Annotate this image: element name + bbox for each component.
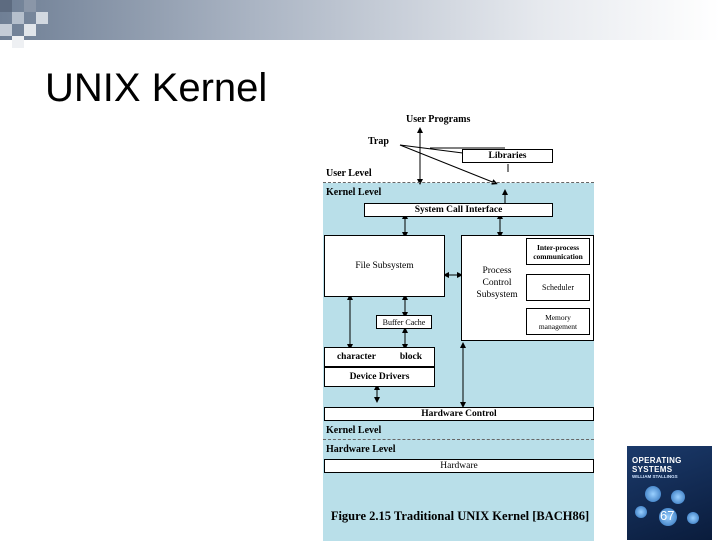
cover-orb-4 [659,508,677,526]
cover-orb-5 [687,512,699,524]
book-cover-image: OPERATING SYSTEMS WILLIAM STALLINGS [627,446,712,540]
user-level-label: User Level [326,168,372,179]
diagram-arrows [347,127,509,408]
process-control-label: Process Control Subsystem [476,266,518,300]
book-author: WILLIAM STALLINGS [632,474,678,479]
user-kernel-boundary [323,182,594,183]
cover-orb-1 [645,486,661,502]
buffer-cache-box: Buffer Cache [376,315,432,329]
book-title: OPERATING SYSTEMS [632,456,682,474]
block-label: block [399,352,423,362]
inter-process-box: Inter-process communication [526,238,590,265]
trap-label: Trap [368,136,389,147]
slide-title: UNIX Kernel [45,66,268,110]
hardware-level-label: Hardware Level [326,444,396,455]
page-number: 67 [660,508,675,523]
cover-orb-3 [635,506,647,518]
unix-kernel-diagram: User Programs Trap Libraries User Level … [310,100,610,541]
memory-management-box: Memory management [526,308,590,335]
checker-decoration [0,0,60,48]
figure-caption: Figure 2.15 Traditional UNIX Kernel [BAC… [330,509,590,523]
hardware-control-box: Hardware Control [324,407,594,421]
scheduler-box: Scheduler [526,274,590,301]
user-programs-label: User Programs [406,114,471,125]
cover-orb-2 [671,490,685,504]
device-drivers-box: Device Drivers [324,367,435,387]
kernel-level-bottom-label: Kernel Level [326,425,382,436]
system-call-interface-box: System Call Interface [364,203,553,217]
kernel-hardware-boundary [323,439,594,440]
file-subsystem-box: File Subsystem [324,235,445,297]
kernel-level-top-label: Kernel Level [326,187,382,198]
hardware-box: Hardware [324,459,594,473]
char-block-box: character block [324,347,435,367]
libraries-box: Libraries [462,149,553,163]
character-label: character [336,352,376,362]
title-bar-band [0,0,720,40]
